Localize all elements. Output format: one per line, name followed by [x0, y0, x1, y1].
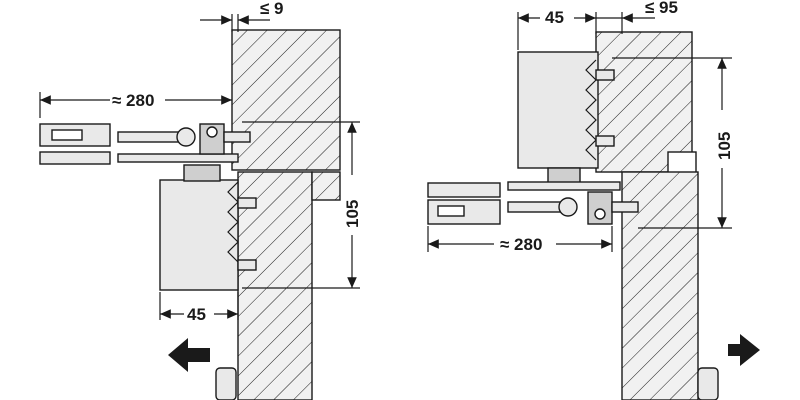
- right-shoe-pin: [594, 208, 606, 220]
- right-screw-2: [595, 135, 615, 147]
- left-arm-pivot: [176, 127, 196, 147]
- right-height-dim-label: 105: [715, 132, 734, 160]
- right-arm-slot: [437, 205, 465, 217]
- right-body-edge-detail: [585, 59, 597, 161]
- right-arm-rod-lower: [507, 201, 565, 213]
- left-assembly: ≤ 9 ≈ 280 105 45: [39, 0, 362, 400]
- left-hinge: [215, 367, 237, 400]
- right-hinge: [697, 367, 719, 400]
- left-shoe-pin: [206, 126, 218, 138]
- left-top-dim-label: ≤ 9: [260, 0, 284, 18]
- left-closer-cap: [183, 164, 221, 182]
- right-arm-dim-label: ≈ 280: [500, 235, 542, 254]
- left-screw-1: [237, 197, 257, 209]
- right-arm-pivot: [558, 197, 578, 217]
- left-body-edge-detail: [227, 181, 239, 263]
- left-arm-end-lower: [39, 151, 111, 165]
- push-right-arrow-icon: [728, 334, 760, 366]
- right-arm-end: [427, 182, 501, 198]
- right-frame-block: [595, 31, 693, 173]
- left-arm-dim-label: ≈ 280: [112, 91, 154, 110]
- right-frame-notch: [667, 151, 697, 175]
- left-arm-rod: [117, 131, 185, 143]
- push-left-arrow-icon: [168, 338, 210, 372]
- right-arm-rod: [507, 181, 621, 191]
- left-bottom-dim-label: 45: [187, 305, 206, 324]
- left-height-dim-label: 105: [343, 200, 362, 228]
- right-screw-1: [595, 69, 615, 81]
- left-arm-rod-lower: [117, 153, 239, 163]
- right-top-dim-label-b: ≤ 95: [645, 0, 678, 17]
- right-assembly: 45 ≤ 95 105 ≈ 280: [427, 0, 760, 400]
- left-screw-2: [237, 259, 257, 271]
- left-door-leaf: [237, 171, 313, 400]
- right-shoe-bracket: [611, 201, 639, 213]
- right-closer-body: [517, 51, 599, 169]
- left-frame-block: [231, 29, 341, 171]
- left-arm-slot: [51, 129, 83, 141]
- left-closer-body: [159, 179, 239, 291]
- right-top-dim-label-a: 45: [545, 8, 564, 27]
- left-shoe-bracket: [223, 131, 251, 143]
- left-wall-step: [311, 171, 341, 201]
